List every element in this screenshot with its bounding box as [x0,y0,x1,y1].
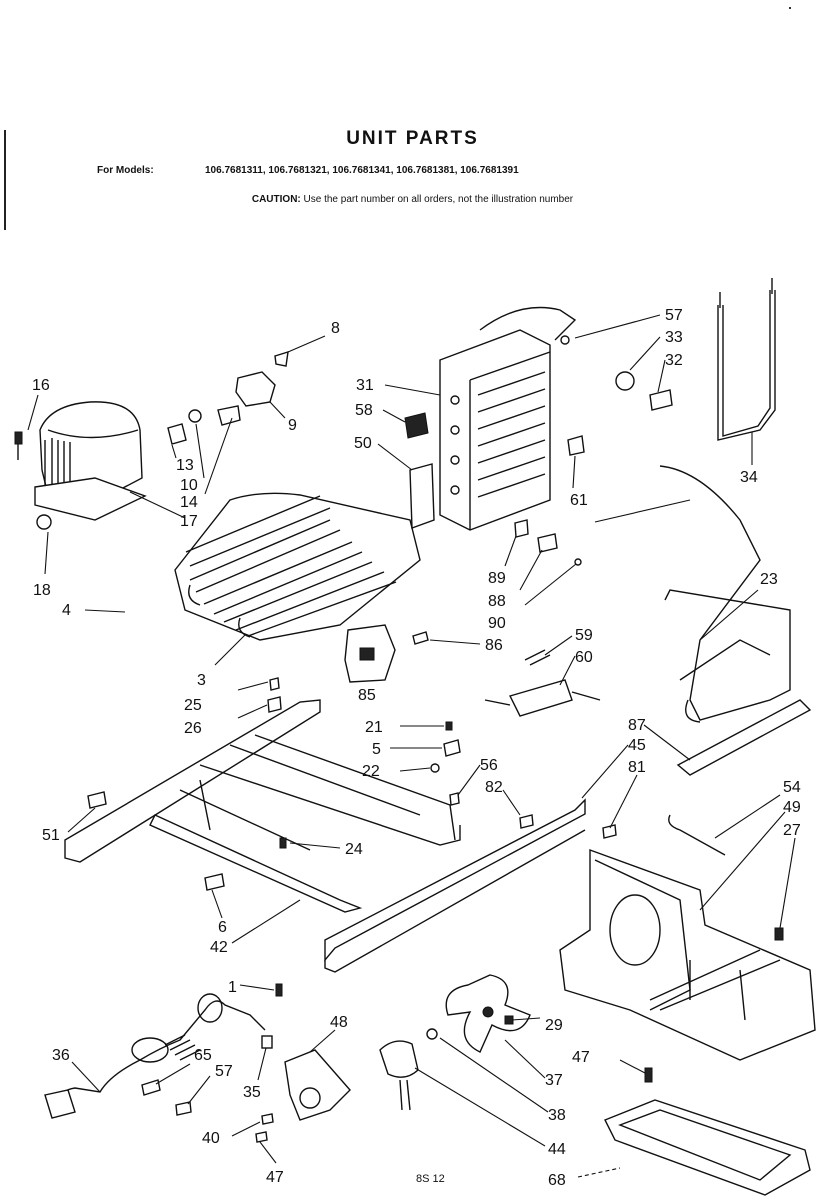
scan-speck [789,7,791,9]
models-list: 106.7681311, 106.7681321, 106.7681341, 1… [205,165,519,176]
small-hardware-drawing [267,677,812,941]
callout-6: 6 [218,919,227,936]
callout-44: 44 [548,1141,566,1158]
callout-68: 68 [548,1172,566,1189]
callout-85: 85 [358,687,376,704]
callout-24: 24 [345,841,363,858]
callout-18: 18 [33,582,51,599]
callout-86: 86 [485,637,503,654]
tubing-drawing [659,465,791,723]
callout-23: 23 [760,571,778,588]
callout-50: 50 [354,435,372,452]
page-title: UNIT PARTS [346,128,479,149]
evaporator-drawing [439,306,577,531]
timer-and-drier-drawing [344,519,601,717]
callout-81: 81 [628,759,646,776]
callout-88: 88 [488,593,506,610]
small-parts-upper [404,335,673,529]
callout-31: 31 [356,377,374,394]
callout-38: 38 [548,1107,566,1124]
callout-51: 51 [42,827,60,844]
callout-29: 29 [545,1017,563,1034]
callout-56: 56 [480,757,498,774]
relay-parts-drawing [167,351,289,445]
callout-17: 17 [180,513,198,530]
callout-47-bottom: 47 [266,1169,284,1186]
callout-21: 21 [365,719,383,736]
left-border-mark [4,130,6,230]
condenser-coil-drawing [174,492,421,641]
caution-label: CAUTION: [251,194,301,205]
heater-wire-drawing [717,278,776,441]
callout-33: 33 [665,329,683,346]
callout-48: 48 [330,1014,348,1031]
callout-10: 10 [180,477,198,494]
callout-35: 35 [243,1084,261,1101]
callout-1: 1 [228,979,237,996]
callout-25: 25 [184,697,202,714]
callout-59: 59 [575,627,593,644]
caution-note: CAUTION: Use the part number on all orde… [0,194,825,205]
drain-pan-drawing [604,1099,811,1196]
callout-49: 49 [783,799,801,816]
callout-57-bottom: 57 [215,1063,233,1080]
crossbar-drawing [324,798,586,973]
callout-47-right: 47 [572,1049,590,1066]
caution-text: Use the part number on all orders, not t… [303,194,574,205]
callout-14: 14 [180,494,198,511]
fan-bracket-drawing [559,849,816,1061]
callout-9: 9 [288,417,297,434]
base-frame-drawing [64,699,461,913]
callout-61: 61 [570,492,588,509]
callout-37: 37 [545,1072,563,1089]
callout-57-top: 57 [665,307,683,324]
callout-54: 54 [783,779,801,796]
callout-89: 89 [488,570,506,587]
callout-82: 82 [485,779,503,796]
callout-labels: 8 57 33 32 16 31 9 58 13 50 10 14 17 34 … [32,307,801,1189]
callout-42: 42 [210,939,228,956]
callout-32: 32 [665,352,683,369]
callout-5: 5 [372,741,381,758]
callout-45: 45 [628,737,646,754]
callout-90: 90 [488,615,506,632]
callout-87: 87 [628,717,646,734]
leader-lines [27,314,796,1178]
callout-3: 3 [197,672,206,689]
models-label: For Models: [97,165,154,176]
callout-34: 34 [740,469,758,486]
callout-65: 65 [194,1047,212,1064]
callout-26: 26 [184,720,202,737]
compressor-drawing [14,401,147,530]
callout-58: 58 [355,402,373,419]
callout-16: 16 [32,377,50,394]
page-code: 8S 12 [416,1173,445,1185]
callout-36: 36 [52,1047,70,1064]
callout-8: 8 [331,320,340,337]
callout-13: 13 [176,457,194,474]
callout-4: 4 [62,602,71,619]
callout-60: 60 [575,649,593,666]
fan-motor-cord-drawing [44,974,653,1143]
callout-40: 40 [202,1130,220,1147]
callout-22: 22 [362,763,380,780]
callout-27: 27 [783,822,801,839]
